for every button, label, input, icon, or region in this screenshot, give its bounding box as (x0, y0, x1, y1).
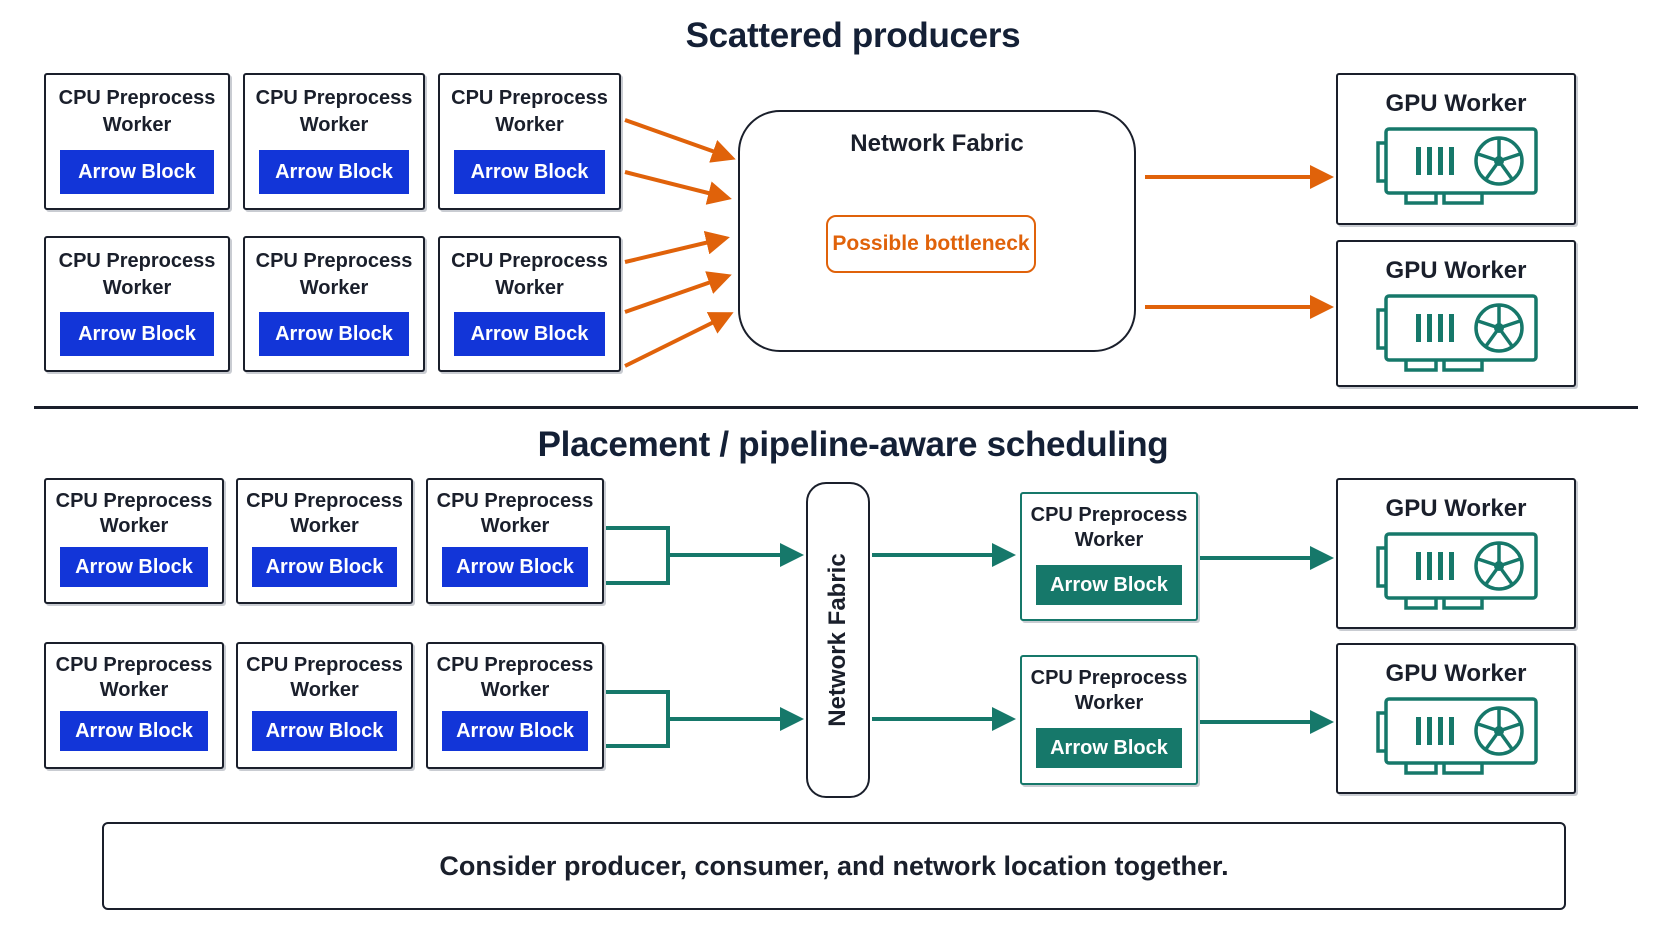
fabric-label: Network Fabric (850, 130, 1024, 157)
top-cpu-worker-1: CPU Preprocess Worker Arrow Block (44, 73, 230, 210)
top-cpu-worker-2: CPU Preprocess Worker Arrow Block (243, 73, 425, 210)
gpu-card-icon (1376, 127, 1538, 205)
arrow-block: Arrow Block (454, 312, 605, 356)
arrow-block: Arrow Block (454, 150, 605, 194)
worker-label: CPU Preprocess Worker (436, 654, 594, 701)
flow-arrow (624, 230, 730, 264)
gpu-label: GPU Worker (1385, 660, 1527, 687)
top-gpu-worker-1: GPU Worker (1336, 73, 1576, 225)
gpu-label: GPU Worker (1385, 90, 1527, 117)
worker-label: CPU Preprocess Worker (451, 87, 608, 136)
arrow-block: Arrow Block (1036, 565, 1182, 605)
bottleneck-badge: Possible bottleneck (826, 215, 1036, 273)
worker-label: CPU Preprocess Worker (246, 490, 403, 537)
worker-label: CPU Preprocess Worker (55, 654, 213, 701)
bottom-cpu-worker-3: CPU Preprocess Worker Arrow Block (426, 478, 604, 604)
bottom-gpu-worker-2: GPU Worker (1336, 643, 1576, 794)
fabric-label: Network Fabric (824, 553, 851, 727)
top-cpu-worker-4: CPU Preprocess Worker Arrow Block (44, 236, 230, 372)
arrow-block: Arrow Block (442, 547, 588, 587)
arrow-block: Arrow Block (442, 711, 588, 751)
arrow-block: Arrow Block (259, 150, 409, 194)
section-divider (34, 406, 1638, 409)
top-cpu-worker-6: CPU Preprocess Worker Arrow Block (438, 236, 621, 372)
flow-arrow (624, 170, 732, 205)
bottom-section-title: Placement / pipeline-aware scheduling (537, 425, 1169, 464)
bottom-network-fabric: Network Fabric (806, 482, 870, 798)
flow-arrow (624, 271, 732, 314)
bottom-cpu-worker-2: CPU Preprocess Worker Arrow Block (236, 478, 413, 604)
top-cpu-worker-5: CPU Preprocess Worker Arrow Block (243, 236, 425, 372)
flow-arrow (624, 118, 736, 163)
arrow-block: Arrow Block (259, 312, 409, 356)
worker-label: CPU Preprocess Worker (255, 250, 413, 299)
worker-label: CPU Preprocess Worker (1030, 504, 1188, 551)
worker-label: CPU Preprocess Worker (58, 87, 216, 136)
colocated-cpu-worker-2: CPU Preprocess Worker Arrow Block (1020, 655, 1198, 785)
bottom-cpu-worker-6: CPU Preprocess Worker Arrow Block (426, 642, 604, 769)
top-gpu-worker-2: GPU Worker (1336, 240, 1576, 387)
worker-label: CPU Preprocess Worker (436, 490, 594, 537)
bracket-connector (606, 690, 670, 748)
arrow-block: Arrow Block (252, 547, 397, 587)
bottom-gpu-worker-1: GPU Worker (1336, 478, 1576, 629)
bottom-cpu-worker-1: CPU Preprocess Worker Arrow Block (44, 478, 224, 604)
gpu-label: GPU Worker (1385, 257, 1527, 284)
worker-label: CPU Preprocess Worker (1030, 667, 1188, 714)
worker-label: CPU Preprocess Worker (55, 490, 213, 537)
top-network-fabric: Network Fabric (738, 110, 1136, 352)
bottom-cpu-worker-4: CPU Preprocess Worker Arrow Block (44, 642, 224, 769)
arrow-block: Arrow Block (60, 312, 214, 356)
worker-label: CPU Preprocess Worker (255, 87, 413, 136)
arrow-block: Arrow Block (1036, 728, 1182, 768)
colocated-cpu-worker-1: CPU Preprocess Worker Arrow Block (1020, 492, 1198, 621)
worker-label: CPU Preprocess Worker (246, 654, 403, 701)
flow-arrow (624, 312, 734, 368)
bottom-cpu-worker-5: CPU Preprocess Worker Arrow Block (236, 642, 413, 769)
top-section-title: Scattered producers (685, 16, 1021, 55)
worker-label: CPU Preprocess Worker (451, 250, 608, 299)
arrow-block: Arrow Block (252, 711, 397, 751)
gpu-card-icon (1376, 294, 1538, 372)
gpu-label: GPU Worker (1385, 495, 1527, 522)
bracket-connector (606, 526, 670, 585)
top-cpu-worker-3: CPU Preprocess Worker Arrow Block (438, 73, 621, 210)
gpu-card-icon (1376, 532, 1538, 610)
gpu-card-icon (1376, 697, 1538, 775)
worker-label: CPU Preprocess Worker (58, 250, 216, 299)
arrow-block: Arrow Block (60, 150, 214, 194)
footer-note: Consider producer, consumer, and network… (102, 822, 1566, 910)
arrow-block: Arrow Block (60, 711, 208, 751)
arrow-block: Arrow Block (60, 547, 208, 587)
